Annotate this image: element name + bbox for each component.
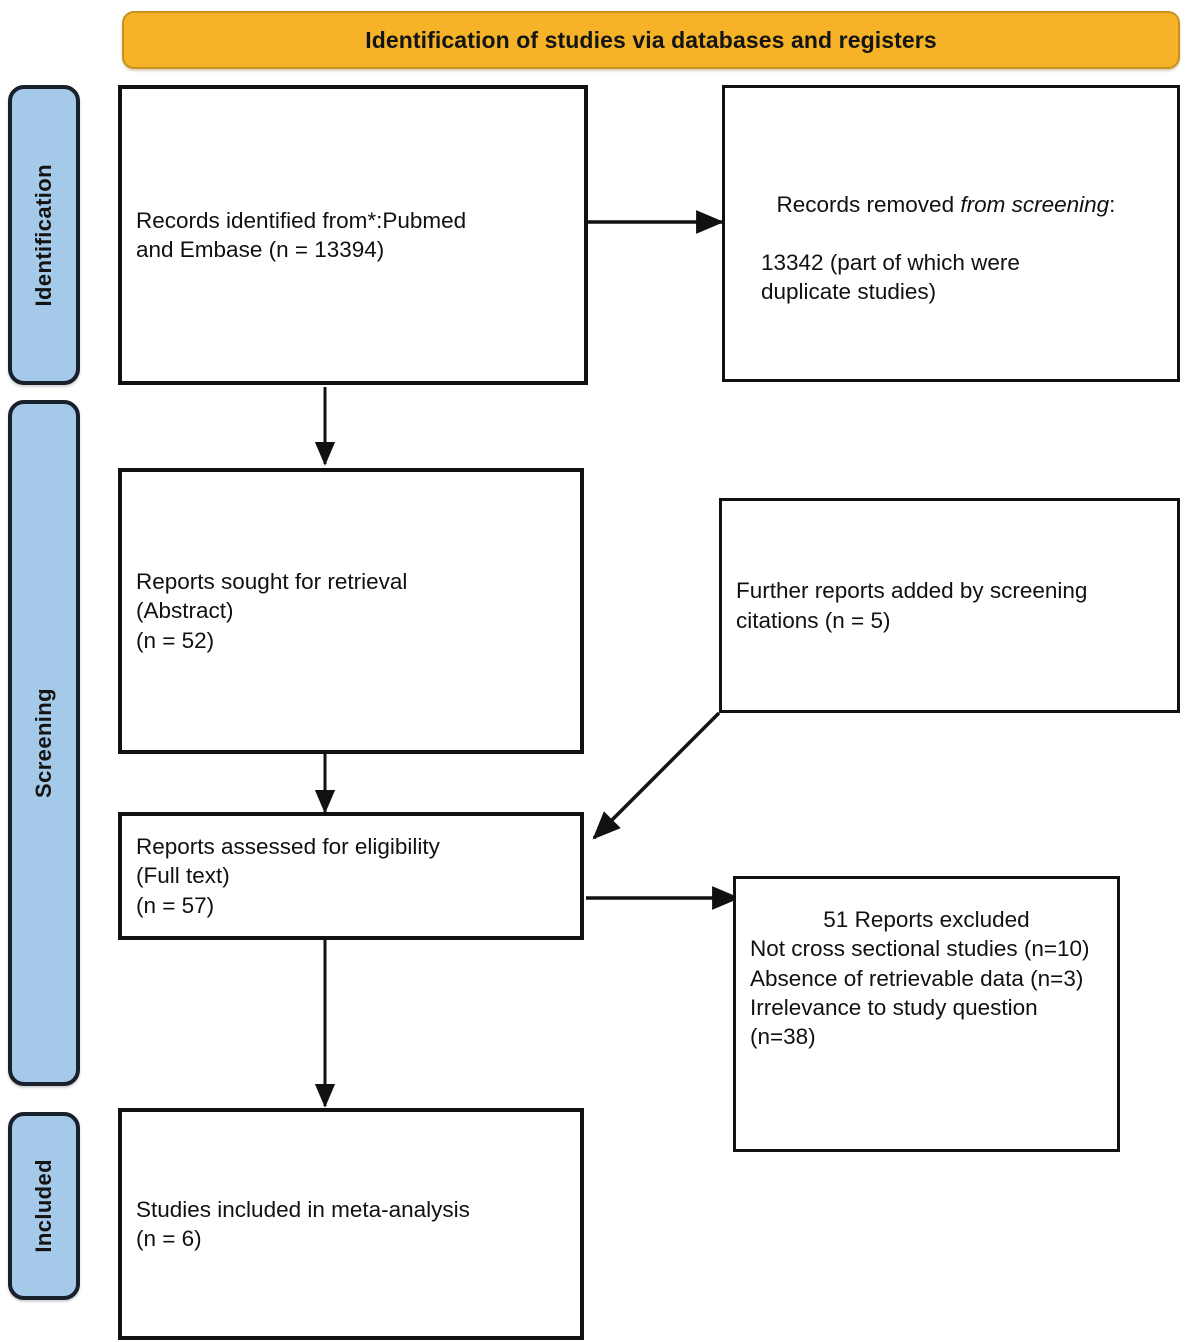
- node-further-reports: Further reports added by screening citat…: [719, 498, 1180, 713]
- reports-sought-line-3: (n = 52): [136, 627, 215, 653]
- stage-label-included: Included: [31, 1159, 56, 1253]
- further-reports-line-1: Further reports added by screening: [736, 578, 1088, 604]
- studies-included-line-2: (n = 6): [136, 1226, 202, 1251]
- reports-sought-line-2: (Abstract): [136, 598, 234, 624]
- node-records-identified: Records identified from*:Pubmed and Emba…: [118, 85, 588, 385]
- records-removed-prefix: Records removed: [776, 191, 961, 217]
- node-reports-sought: Reports sought for retrieval (Abstract) …: [118, 468, 584, 754]
- records-removed-line-3: duplicate studies): [761, 279, 937, 305]
- arrow-further-reports-to-assessed: [592, 711, 721, 840]
- stage-rail-screening: Screening: [8, 400, 80, 1086]
- records-removed-suffix: :: [1109, 191, 1116, 217]
- reports-excluded-heading: 51 Reports excluded: [823, 907, 1030, 932]
- reports-excluded-line-1: Not cross sectional studies (n=10): [750, 936, 1090, 962]
- node-reports-excluded: 51 Reports excluded Not cross sectional …: [733, 876, 1120, 1152]
- records-identified-line-1: Records identified from*:Pubmed: [136, 207, 467, 233]
- reports-sought-line-1: Reports sought for retrieval: [136, 569, 408, 595]
- studies-included-line-1: Studies included in meta-analysis: [136, 1196, 470, 1222]
- node-records-removed: Records removed from screening: 13342 (p…: [722, 85, 1180, 382]
- stage-label-identification: Identification: [31, 163, 56, 307]
- diagram-header-banner: Identification of studies via databases …: [122, 11, 1180, 69]
- records-identified-line-2: and Embase (n = 13394): [136, 237, 385, 262]
- diagram-title: Identification of studies via databases …: [365, 26, 937, 53]
- stage-rail-included: Included: [8, 1112, 80, 1300]
- reports-assessed-line-3: (n = 57): [136, 892, 215, 918]
- reports-assessed-line-2: (Full text): [136, 863, 230, 889]
- reports-assessed-line-1: Reports assessed for eligibility: [136, 834, 440, 860]
- records-removed-italic: from screening: [960, 191, 1110, 217]
- reports-excluded-line-2: Absence of retrievable data (n=3): [750, 965, 1084, 991]
- records-removed-line-1: Records removed from screening:: [739, 160, 1163, 248]
- records-removed-line-2: 13342 (part of which were: [761, 250, 1020, 276]
- reports-excluded-line-3: Irrelevance to study question: [750, 994, 1038, 1020]
- reports-excluded-line-4: (n=38): [750, 1024, 816, 1049]
- node-reports-assessed: Reports assessed for eligibility (Full t…: [118, 812, 584, 940]
- further-reports-line-2: citations (n = 5): [736, 607, 891, 633]
- node-studies-included: Studies included in meta-analysis (n = 6…: [118, 1108, 584, 1340]
- stage-label-screening: Screening: [31, 688, 56, 798]
- stage-rail-identification: Identification: [8, 85, 80, 385]
